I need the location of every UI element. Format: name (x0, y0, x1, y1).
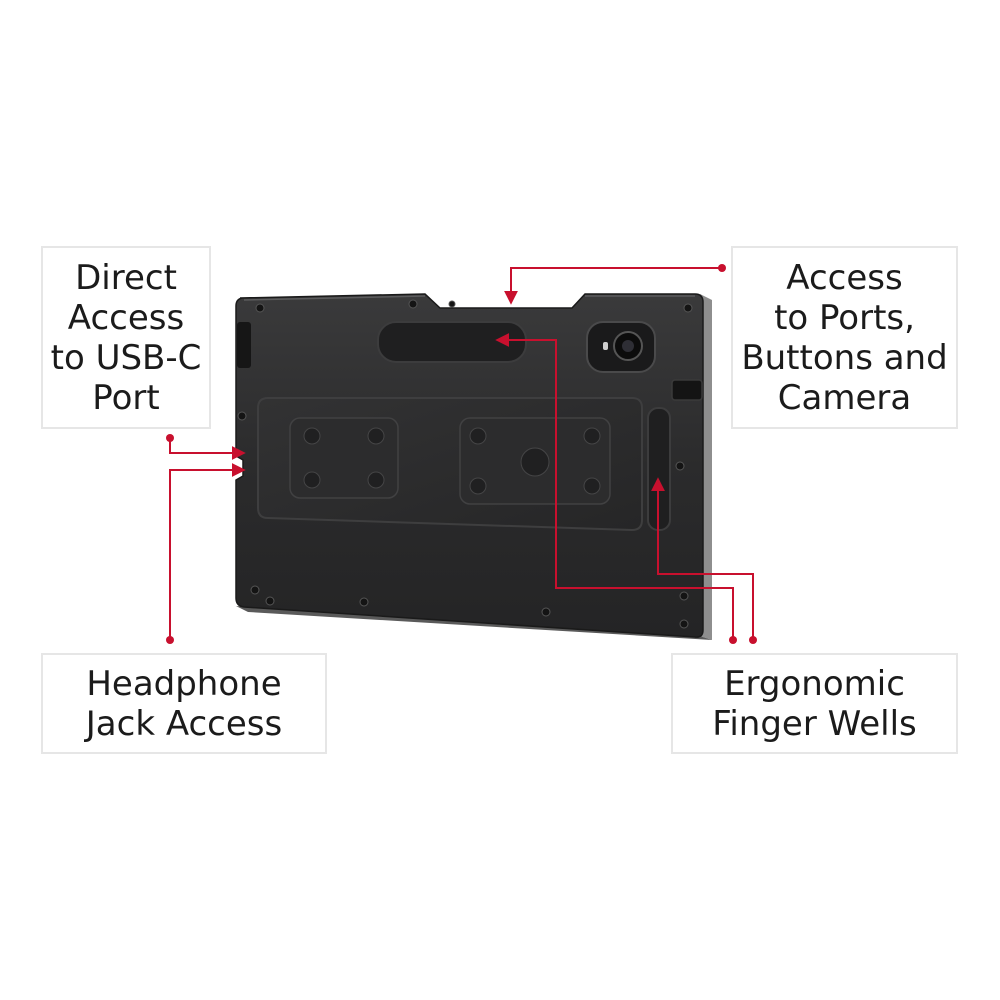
side-button-icon (671, 379, 703, 401)
side-finger-well (647, 407, 671, 531)
callout-headphone-jack: Headphone Jack Access (41, 653, 327, 754)
callout-usb-c-port: Direct Access to USB-C Port (41, 246, 211, 429)
callout-usb-text: Direct Access to USB-C Port (50, 257, 202, 418)
callout-ports-text: Access to Ports, Buttons and Camera (741, 257, 948, 418)
top-finger-well (377, 321, 527, 363)
callout-headphone-text: Headphone Jack Access (85, 663, 283, 744)
callout-ports-buttons-camera: Access to Ports, Buttons and Camera (731, 246, 958, 429)
usb-port-cutout (237, 322, 251, 368)
callout-finger-wells: Ergonomic Finger Wells (671, 653, 958, 754)
callout-finger-text: Ergonomic Finger Wells (712, 663, 917, 744)
